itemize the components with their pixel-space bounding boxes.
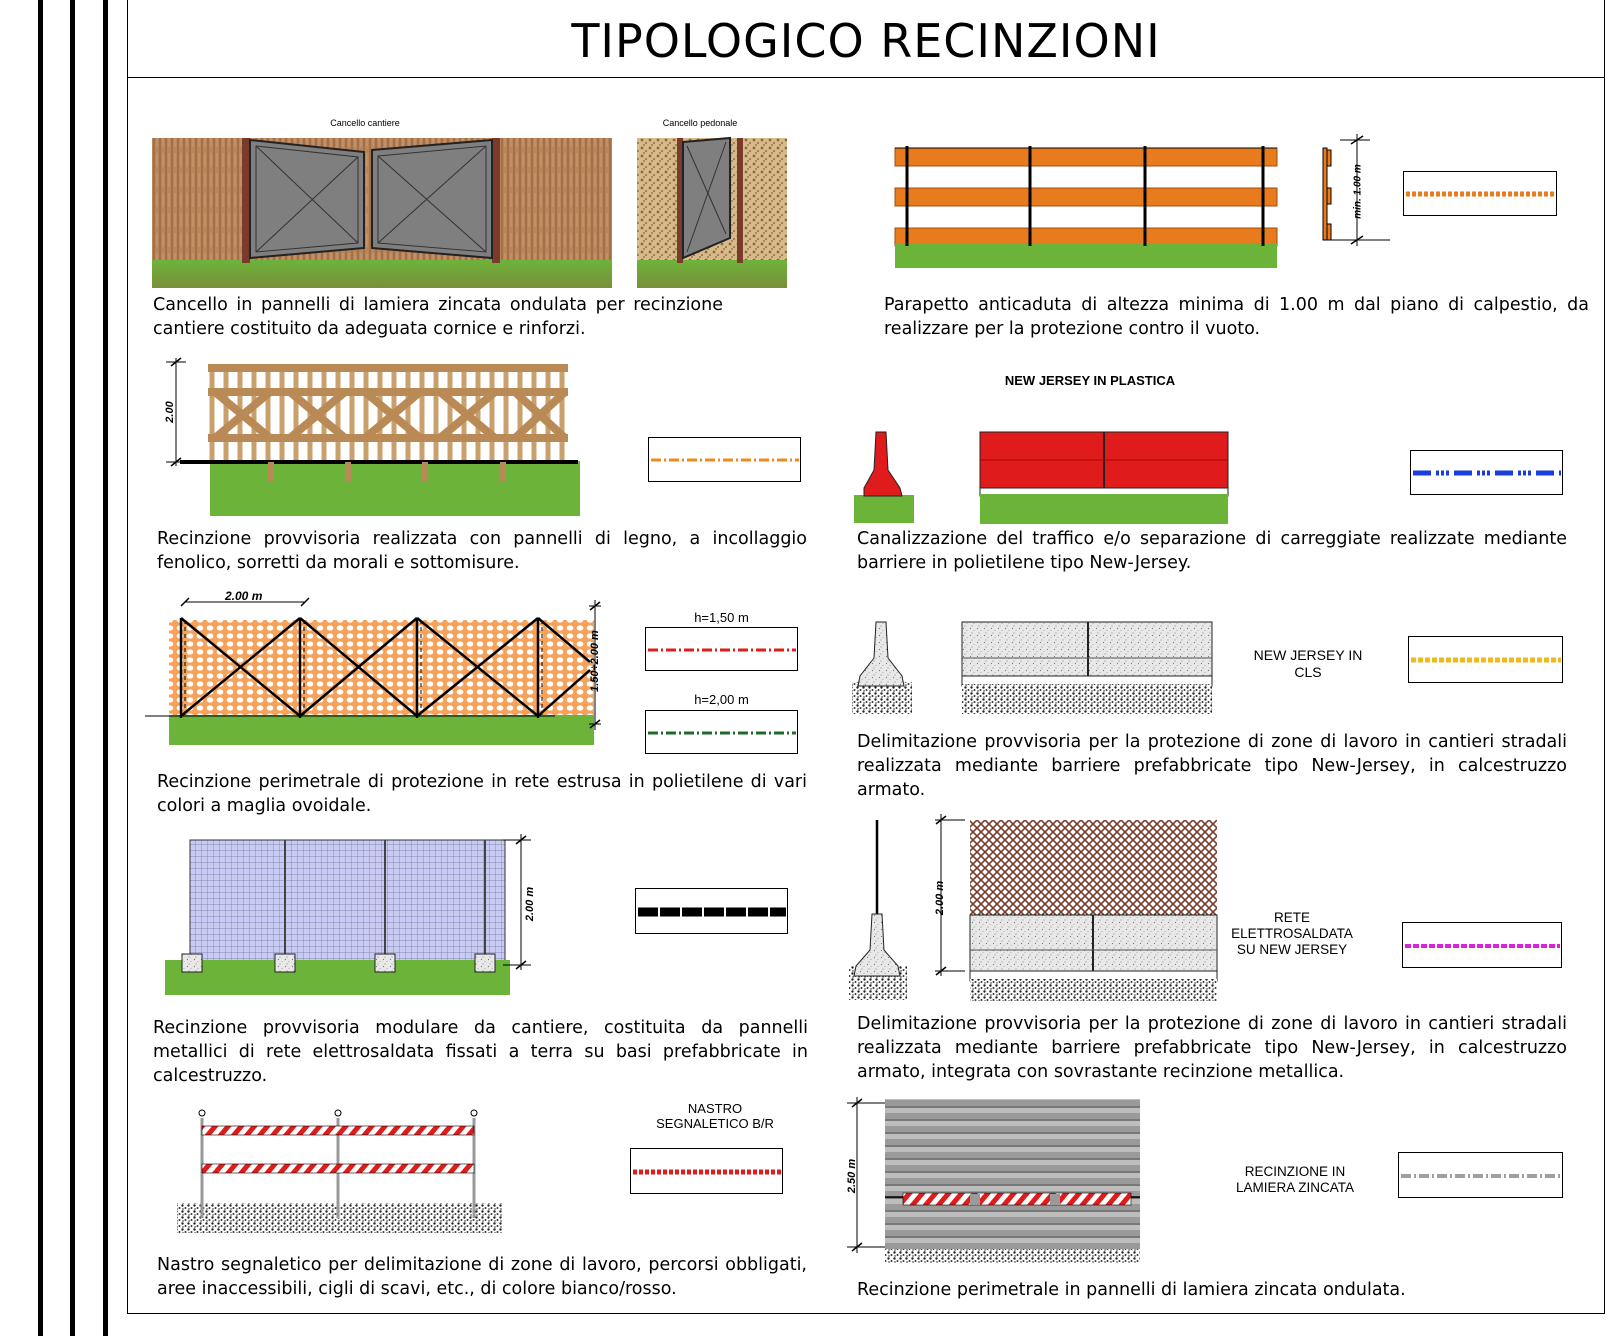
mesh-on-nj-dim: 2.00 m	[934, 880, 946, 916]
legend-line-nj-plastic	[1413, 470, 1561, 476]
tape-drawing	[177, 1109, 502, 1233]
legend-line-wood-fence	[651, 458, 799, 462]
page-title: TIPOLOGICO RECINZIONI	[571, 14, 1161, 68]
border-bar-2	[70, 0, 75, 1336]
legend-line-mesh-h200	[648, 731, 796, 735]
caption-mesh-on-nj: Delimitazione provvisoria per la protezi…	[857, 1014, 1567, 1082]
wood-fence-drawing	[166, 357, 580, 516]
caption-wood-fence: Recinzione provvisoria realizzata con pa…	[157, 529, 807, 573]
legend-mesh-on-nj	[1402, 922, 1562, 968]
guardrail-dim: min. 1.00 m	[1352, 164, 1364, 219]
sheet-metal-dim: 2.50 m	[846, 1158, 858, 1194]
mesh-fence-dim-width: 2.00 m	[225, 589, 263, 603]
legend-sheet-metal	[1398, 1152, 1563, 1198]
legend-mesh-h150-label: h=1,50 m	[694, 610, 749, 625]
legend-line-nj-concrete	[1411, 657, 1561, 663]
legend-mesh-h150	[645, 627, 798, 671]
border-bar-3	[103, 0, 108, 1336]
legend-line-mesh-on-nj	[1405, 944, 1560, 948]
nj-concrete-drawing	[852, 621, 1213, 714]
border-bar-1	[38, 0, 43, 1336]
legend-mesh-h200-label: h=2,00 m	[694, 692, 749, 707]
caption-tape: Nastro segnaletico per delimitazione di …	[157, 1255, 807, 1299]
title-bar: TIPOLOGICO RECINZIONI	[127, 0, 1605, 78]
sheet-frame	[127, 0, 1605, 1314]
caption-mesh-fence: Recinzione perimetrale di protezione in …	[157, 772, 807, 816]
legend-tape	[630, 1148, 783, 1194]
tape-label: NASTRO SEGNALETICO B/R	[656, 1101, 774, 1131]
legend-line-modular-fence	[638, 907, 786, 917]
legend-line-sheet-metal	[1401, 1174, 1561, 1178]
caption-nj-plastic: Canalizzazione del traffico e/o separazi…	[857, 529, 1567, 573]
legend-modular-fence	[635, 888, 788, 934]
caption-modular-fence: Recinzione provvisoria modulare da canti…	[153, 1018, 808, 1086]
legend-nj-plastic	[1410, 450, 1563, 495]
legend-line-guardrail	[1406, 191, 1554, 197]
caption-gate: Cancello in pannelli di lamiera zincata …	[153, 295, 723, 339]
sheet-metal-label: RECINZIONE IN LAMIERA ZINCATA	[1235, 1164, 1355, 1195]
mesh-on-nj-drawing	[849, 814, 1218, 1001]
mesh-fence-drawing	[145, 597, 594, 745]
modular-fence-dim: 2.00 m	[524, 886, 536, 922]
legend-line-tape	[633, 1169, 781, 1175]
wood-fence-dim: 2.00	[164, 401, 176, 423]
mesh-on-nj-label: RETE ELETTROSALDATA SU NEW JERSEY	[1231, 910, 1353, 957]
legend-guardrail	[1403, 171, 1557, 216]
caption-guardrail: Parapetto anticaduta di altezza minima d…	[884, 295, 1589, 339]
legend-line-mesh-h150	[648, 648, 796, 652]
caption-sheet-metal: Recinzione perimetrale in pannelli di la…	[857, 1280, 1406, 1300]
nj-concrete-label: NEW JERSEY IN CLS	[1253, 647, 1363, 680]
mesh-fence-dim-line	[589, 600, 601, 730]
legend-wood-fence	[648, 437, 801, 482]
sheet-metal-drawing	[847, 1097, 1140, 1263]
nj-plastic-drawing	[854, 431, 1229, 524]
gate-label-pedestrian: Cancello pedonale	[662, 118, 738, 128]
nj-plastic-heading: NEW JERSEY IN PLASTICA	[1004, 373, 1176, 388]
caption-nj-concrete: Delimitazione provvisoria per la protezi…	[857, 732, 1567, 800]
legend-nj-concrete	[1408, 636, 1563, 683]
legend-mesh-h200	[645, 710, 798, 754]
mesh-fence-dim-height: 1.50÷2.00 m	[589, 630, 601, 692]
gate-label-site: Cancello cantiere	[330, 118, 400, 128]
guardrail-drawing	[894, 134, 1390, 268]
gate-drawing	[152, 136, 787, 288]
modular-fence-drawing	[165, 834, 531, 995]
